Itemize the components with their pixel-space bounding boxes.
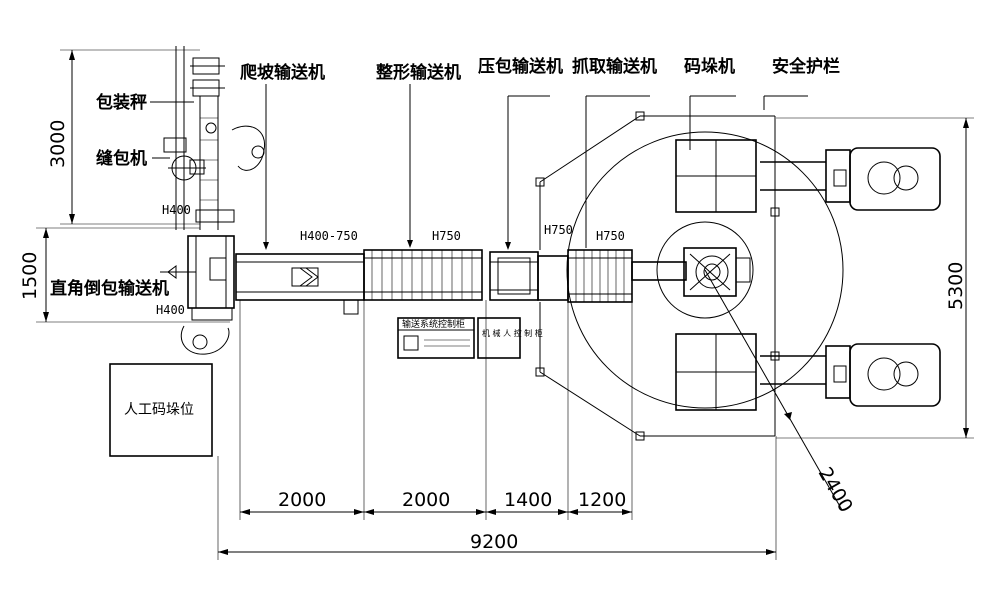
robot-reach-circle xyxy=(566,131,844,409)
spec-h400-bottom: H400 xyxy=(156,303,185,317)
sewing-machine xyxy=(163,125,266,190)
label-robot-control-cabinet: 机 械 人 控 制 柜 xyxy=(482,328,543,338)
robot-control-cabinet xyxy=(477,317,521,359)
label-manual-palletizing: 人工码垛位 xyxy=(124,402,194,418)
dim-2000-a-label: 2000 xyxy=(278,489,326,511)
manual-palletizing-station xyxy=(109,363,213,457)
shaping-conveyor xyxy=(363,249,483,301)
conveyor-control-cabinet xyxy=(397,317,475,359)
dim-chain-bottom xyxy=(239,300,633,520)
dim-1200-label: 1200 xyxy=(578,489,626,511)
dim-1400-label: 1400 xyxy=(504,489,552,511)
label-pressing-conveyor: 压包输送机 xyxy=(478,56,563,77)
dim-2400-label: 2400 xyxy=(814,464,857,517)
dim-3000 xyxy=(60,49,200,225)
label-right-angle-turn-conveyor: 直角倒包输送机 xyxy=(50,278,169,299)
spec-h400-750: H400-750 xyxy=(300,229,358,243)
right-angle-turn-conveyor xyxy=(167,209,235,355)
dim-3000-label: 3000 xyxy=(47,120,69,168)
label-safety-fence: 安全护栏 xyxy=(772,56,840,77)
climbing-conveyor xyxy=(235,253,365,315)
label-climbing-conveyor: 爬坡输送机 xyxy=(240,62,325,83)
palletizing-robot xyxy=(631,247,751,297)
pallet-top xyxy=(675,139,757,213)
label-palletizer: 码垛机 xyxy=(684,56,735,77)
dim-1500-label: 1500 xyxy=(19,252,41,300)
label-gripping-conveyor: 抓取输送机 xyxy=(572,56,657,77)
spec-h750-a: H750 xyxy=(432,229,461,243)
dim-9200 xyxy=(217,436,777,560)
label-sewing-machine: 缝包机 xyxy=(96,148,147,169)
label-shaping-conveyor: 整形输送机 xyxy=(376,62,461,83)
dim-5300 xyxy=(776,117,974,439)
forklift-bottom xyxy=(760,343,941,407)
spec-h750-b: H750 xyxy=(544,223,573,237)
dim-2000-b-label: 2000 xyxy=(402,489,450,511)
gripping-conveyor xyxy=(537,249,633,303)
spec-h750-c: H750 xyxy=(596,229,625,243)
label-packing-scale: 包装秤 xyxy=(96,92,147,113)
leader-lines xyxy=(150,84,808,273)
dim-1500 xyxy=(36,227,230,323)
pressing-conveyor xyxy=(489,251,539,301)
dim-5300-label: 5300 xyxy=(945,262,967,310)
spec-h400-top: H400 xyxy=(162,203,191,217)
safety-fence xyxy=(535,111,780,441)
dim-2400-leader xyxy=(704,269,843,511)
forklift-top xyxy=(760,147,941,211)
label-conveyor-control-cabinet: 输送系统控制柜 xyxy=(402,318,465,330)
pallet-bottom xyxy=(675,333,757,411)
dim-9200-label: 9200 xyxy=(470,531,518,553)
